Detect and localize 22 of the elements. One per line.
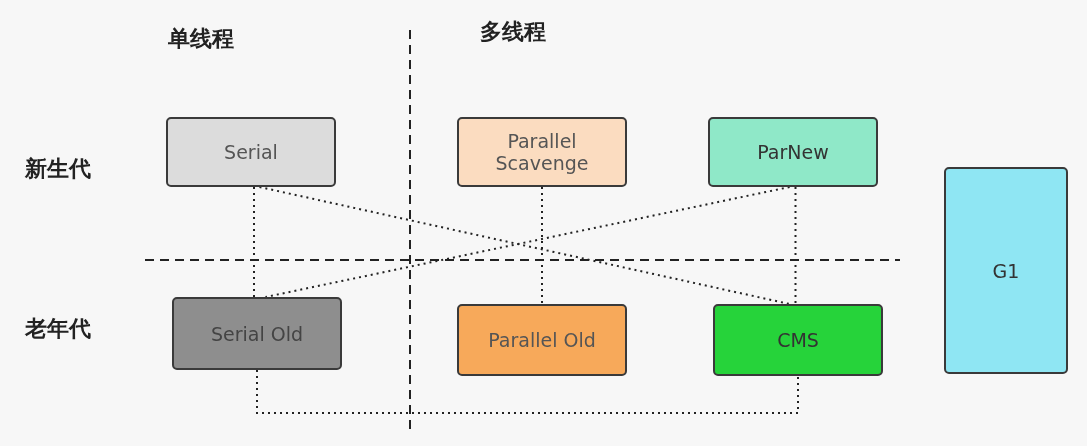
collector-name: CMS xyxy=(777,329,819,351)
collector-name: G1 xyxy=(992,259,1020,282)
collector-box xyxy=(166,117,336,187)
collector-box xyxy=(944,167,1068,374)
collector-name: Parallel Old xyxy=(488,329,596,351)
row-header: 老年代 xyxy=(25,315,91,343)
collector-name: Parallel Scavenge xyxy=(494,130,590,174)
connector-line xyxy=(253,186,255,298)
connector-line xyxy=(256,369,799,414)
connector-line xyxy=(794,186,797,305)
collector-box xyxy=(457,117,627,187)
collector-name: Serial xyxy=(224,141,278,163)
collector-name: ParNew xyxy=(757,141,829,163)
collector-box xyxy=(713,304,883,376)
column-header: 单线程 xyxy=(168,25,234,53)
collector-box xyxy=(708,117,878,187)
collector-box xyxy=(172,297,342,370)
connector-line xyxy=(541,186,543,305)
row-header: 新生代 xyxy=(25,155,91,183)
column-header: 多线程 xyxy=(480,18,546,46)
collector-box xyxy=(457,304,627,376)
collector-name: Serial Old xyxy=(210,322,304,345)
